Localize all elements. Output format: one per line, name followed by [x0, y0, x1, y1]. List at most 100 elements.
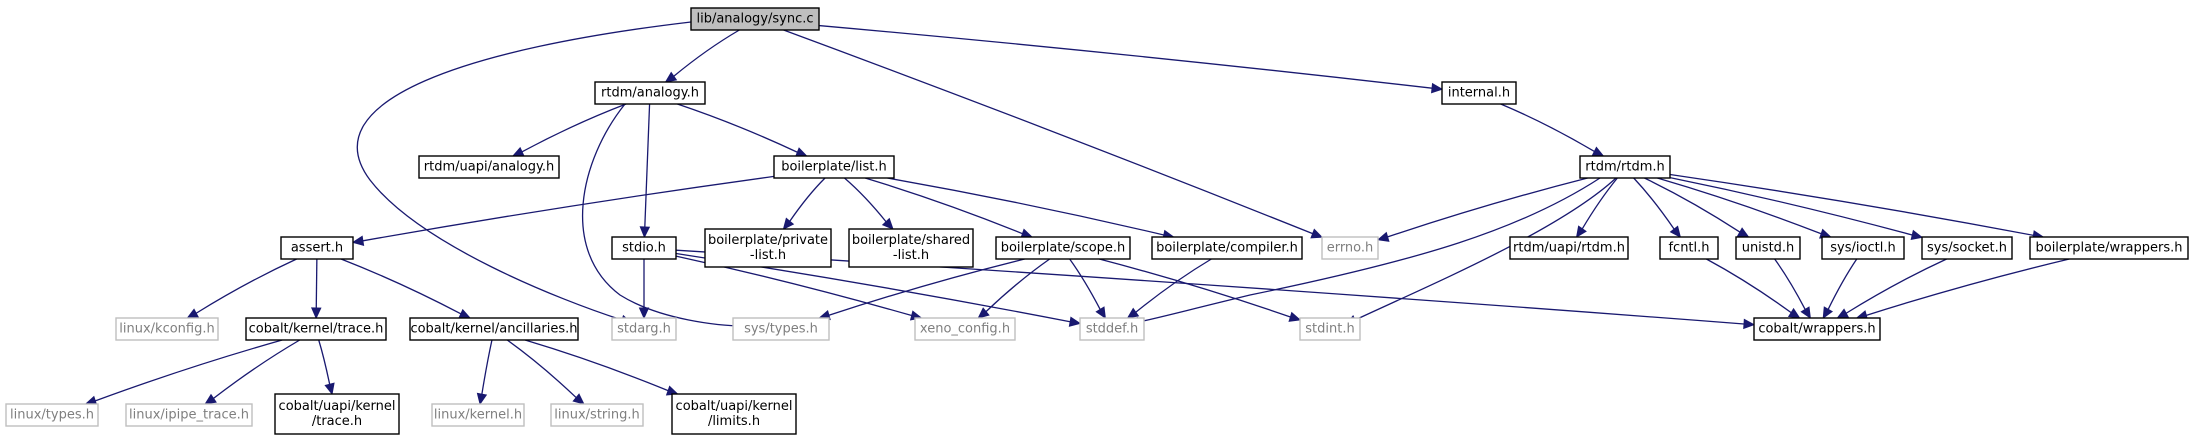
edge-boilerplate-list-h-to-boilerplate-private-list-h — [782, 177, 826, 230]
node-linux-kernel-h: linux/kernel.h — [431, 403, 525, 427]
node-box — [848, 228, 974, 268]
node-label: cobalt/wrappers.h — [1758, 322, 1875, 337]
node-label: -list.h — [750, 248, 786, 263]
node-box — [431, 403, 525, 427]
node-label: rtdm/rtdm.h — [1585, 160, 1664, 175]
node-label: unistd.h — [1742, 241, 1795, 256]
node-rtdm-rtdm-h[interactable]: rtdm/rtdm.h — [1579, 155, 1671, 179]
node-linux-types-h: linux/types.h — [5, 403, 99, 427]
node-stddef-h: stddef.h — [1079, 317, 1145, 341]
edge-rtdm-rtdm-h-to-fcntl-h — [1633, 177, 1682, 238]
edge-internal-h-to-rtdm-rtdm-h — [1500, 103, 1605, 157]
node-label: errno.h — [1327, 241, 1374, 256]
edge-sync-c-to-rtdm-analogy-h — [664, 29, 740, 83]
node-label: cobalt/kernel/ancillaries.h — [410, 322, 577, 337]
node-sync-c[interactable]: lib/analogy/sync.c — [690, 7, 820, 31]
edge-boilerplate-list-h-to-boilerplate-shared-list-h — [844, 177, 894, 230]
edge-boilerplate-scope-h-to-stddef-h — [1069, 258, 1106, 320]
edge-boilerplate-scope-h-to-xeno-config-h — [977, 258, 1051, 319]
node-box — [1079, 317, 1145, 341]
edge-stdio-h-to-cobalt-wrappers-h — [675, 249, 1756, 330]
node-cobalt-kernel-trace-h[interactable]: cobalt/kernel/trace.h — [245, 317, 387, 341]
node-label: sys/types.h — [744, 322, 818, 337]
node-sys-ioctl-h[interactable]: sys/ioctl.h — [1821, 236, 1905, 260]
node-boilerplate-private-list-h[interactable]: boilerplate/private-list.h — [704, 228, 832, 268]
node-rtdm-uapi-analogy-h[interactable]: rtdm/uapi/analogy.h — [418, 155, 560, 179]
node-label: sys/ioctl.h — [1830, 241, 1895, 256]
edge-rtdm-rtdm-h-to-boilerplate-wrappers-h — [1669, 173, 2045, 241]
edge-boilerplate-list-h-to-assert-h — [351, 175, 775, 246]
node-box — [5, 403, 99, 427]
node-label: stddef.h — [1086, 322, 1138, 337]
node-box — [995, 236, 1131, 260]
edge-rtdm-analogy-h-to-rtdm-uapi-analogy-h — [511, 103, 627, 157]
edge-sync-c-to-errno-h — [783, 29, 1324, 239]
node-label: lib/analogy/sync.c — [696, 12, 813, 27]
node-boilerplate-scope-h[interactable]: boilerplate/scope.h — [995, 236, 1131, 260]
node-box — [1579, 155, 1671, 179]
node-assert-h[interactable]: assert.h — [280, 236, 354, 260]
edge-fcntl-h-to-cobalt-wrappers-h — [1706, 258, 1801, 319]
node-cobalt-kernel-ancillaries-h[interactable]: cobalt/kernel/ancillaries.h — [409, 317, 579, 341]
node-boilerplate-wrappers-h[interactable]: boilerplate/wrappers.h — [2029, 236, 2189, 260]
node-label: linux/kernel.h — [434, 408, 522, 423]
node-errno-h: errno.h — [1321, 236, 1379, 260]
node-box — [274, 393, 400, 435]
node-boilerplate-compiler-h[interactable]: boilerplate/compiler.h — [1151, 236, 1303, 260]
node-layer: lib/analogy/sync.c rtdm/analogy.h internal… — [5, 7, 2189, 435]
node-label: stdarg.h — [617, 322, 671, 337]
edge-rtdm-analogy-h-to-stdio-h — [639, 103, 651, 239]
node-box — [611, 236, 677, 260]
node-label: boilerplate/scope.h — [1001, 241, 1126, 256]
edge-assert-h-to-linux-kconfig-h — [186, 258, 297, 319]
node-label: boilerplate/shared — [852, 233, 970, 248]
node-label: boilerplate/list.h — [781, 160, 887, 175]
node-box — [1321, 236, 1379, 260]
edge-boilerplate-scope-h-to-stdint-h — [1099, 258, 1302, 322]
node-stdio-h[interactable]: stdio.h — [611, 236, 677, 260]
edge-cobalt-kernel-trace-h-to-linux-ipipe-trace-h — [204, 339, 301, 405]
node-label: xeno_config.h — [920, 322, 1010, 337]
node-box — [1299, 317, 1361, 341]
node-label: cobalt/uapi/kernel — [279, 399, 396, 414]
node-cobalt-wrappers-h[interactable]: cobalt/wrappers.h — [1753, 317, 1881, 341]
node-label: rtdm/uapi/rtdm.h — [1513, 241, 1625, 256]
node-box — [550, 403, 644, 427]
edge-unistd-h-to-cobalt-wrappers-h — [1774, 258, 1811, 320]
node-boilerplate-shared-list-h[interactable]: boilerplate/shared-list.h — [848, 228, 974, 268]
edge-sys-socket-h-to-cobalt-wrappers-h — [1836, 258, 1947, 319]
node-internal-h[interactable]: internal.h — [1441, 81, 1517, 105]
edge-rtdm-rtdm-h-to-rtdm-uapi-rtdm-h — [1575, 177, 1618, 239]
node-label: /limits.h — [708, 414, 760, 429]
node-rtdm-uapi-rtdm-h[interactable]: rtdm/uapi/rtdm.h — [1509, 236, 1629, 260]
edge-stdio-h-to-stdarg-h — [638, 259, 650, 320]
node-label: linux/ipipe_trace.h — [129, 408, 249, 423]
edge-boilerplate-wrappers-h-to-cobalt-wrappers-h — [1855, 258, 2070, 321]
node-cobalt-uapi-kernel-limits-h[interactable]: cobalt/uapi/kernel/limits.h — [671, 393, 797, 435]
edge-rtdm-rtdm-h-to-unistd-h — [1644, 177, 1750, 238]
node-label: fcntl.h — [1668, 241, 1709, 256]
node-box — [594, 81, 706, 105]
node-stdint-h: stdint.h — [1299, 317, 1361, 341]
node-box — [1659, 236, 1719, 260]
node-rtdm-analogy-h[interactable]: rtdm/analogy.h — [594, 81, 706, 105]
node-label: boilerplate/compiler.h — [1156, 241, 1298, 256]
node-box — [115, 317, 219, 341]
edge-boilerplate-scope-h-to-sys-types-h — [818, 258, 1025, 321]
node-label: linux/string.h — [554, 408, 639, 423]
node-label: rtdm/analogy.h — [601, 86, 699, 101]
node-unistd-h[interactable]: unistd.h — [1735, 236, 1801, 260]
node-sys-socket-h[interactable]: sys/socket.h — [1921, 236, 2013, 260]
node-boilerplate-list-h[interactable]: boilerplate/list.h — [773, 155, 895, 179]
node-label: linux/kconfig.h — [119, 322, 214, 337]
node-box — [704, 228, 832, 268]
node-box — [1753, 317, 1881, 341]
node-box — [409, 317, 579, 341]
node-box — [280, 236, 354, 260]
node-box — [1735, 236, 1801, 260]
edge-cobalt-kernel-ancillaries-h-to-cobalt-uapi-kernel-limits-h — [524, 339, 679, 396]
edge-sys-ioctl-h-to-cobalt-wrappers-h — [1822, 258, 1858, 320]
node-cobalt-uapi-kernel-trace-h[interactable]: cobalt/uapi/kernel/trace.h — [274, 393, 400, 435]
node-fcntl-h[interactable]: fcntl.h — [1659, 236, 1719, 260]
node-label: stdio.h — [622, 241, 666, 256]
